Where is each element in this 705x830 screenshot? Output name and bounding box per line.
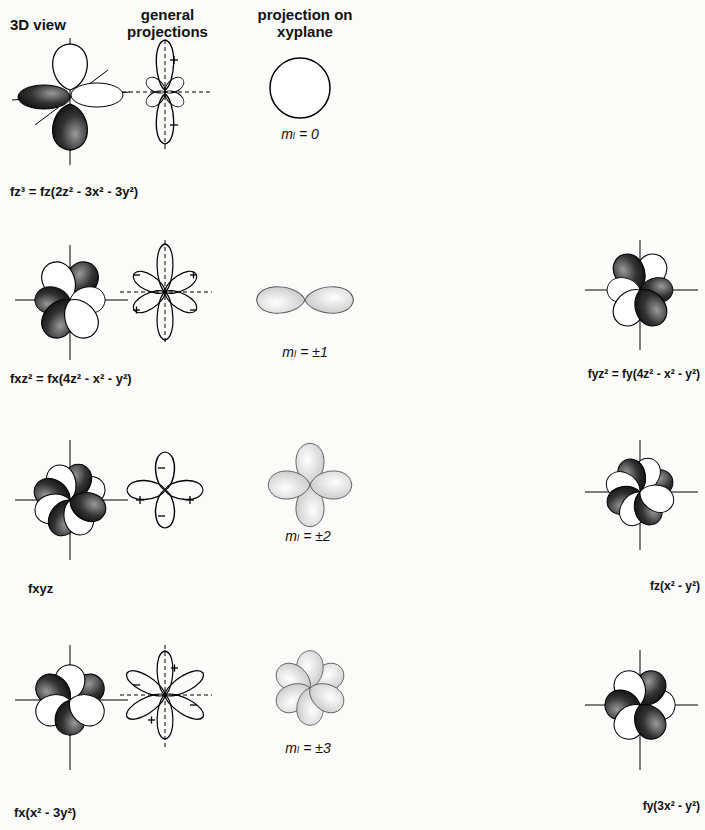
orbital-3d — [12, 38, 130, 165]
column-header: general projections — [110, 6, 225, 41]
orbital-3d — [585, 440, 698, 550]
orbital-formula: fyz² = fy(4z² - x² - y²) — [588, 368, 700, 382]
quantum-number: mₗ = ±1 — [282, 344, 327, 360]
orbital-formula: fz(x² - y²) — [650, 580, 700, 594]
orbital-projection — [122, 40, 210, 150]
xy-projection — [257, 287, 354, 313]
orbital-3d — [15, 245, 128, 360]
orbital-3d — [15, 440, 128, 560]
orbital-3d — [585, 650, 698, 770]
orbital-formula: fz³ = fz(2z² - 3x² - 3y²) — [10, 185, 138, 200]
orbital-projection — [120, 240, 212, 345]
xy-projection — [271, 651, 349, 726]
quantum-number: mₗ = ±3 — [285, 740, 330, 756]
orbital-projection — [127, 452, 203, 528]
orbital-formula: fy(3x² - y²) — [643, 800, 700, 814]
quantum-number: mₗ = ±2 — [285, 528, 330, 544]
xy-projection — [270, 58, 330, 118]
orbital-formula: fxz² = fx(4z² - x² - y²) — [10, 372, 132, 387]
quantum-number: mₗ = 0 — [281, 126, 319, 142]
orbital-formula: fxyz — [28, 582, 53, 597]
column-header: 3D view — [10, 16, 66, 33]
column-header: projection on xyplane — [245, 6, 365, 41]
orbital-formula: fx(x² - 3y²) — [14, 806, 76, 821]
orbital-projection — [120, 645, 212, 748]
orbital-3d — [585, 240, 698, 350]
orbital-3d — [15, 645, 128, 770]
xy-projection — [268, 443, 352, 527]
